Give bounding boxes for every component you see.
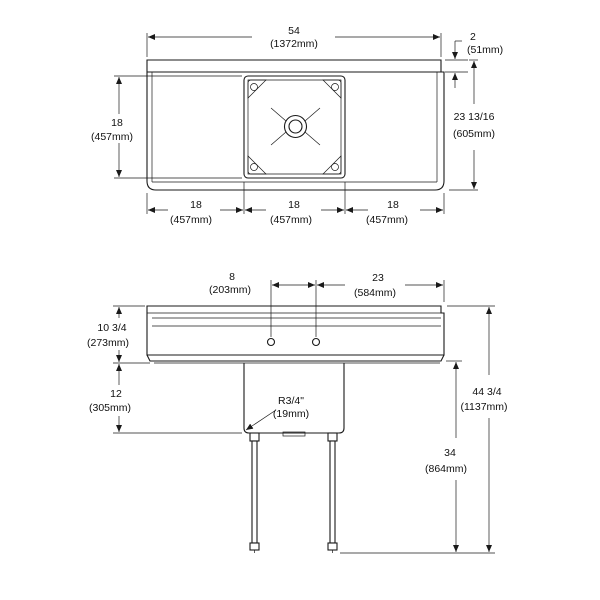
dim-metric: (1137mm) bbox=[460, 401, 507, 413]
front-rolled-edge bbox=[146, 354, 445, 362]
dim-value: 23 13/16 bbox=[454, 111, 495, 123]
dim-faucet-centers: 8 (203mm) bbox=[209, 271, 317, 337]
dim-overall-depth: 23 13/16 (605mm) bbox=[449, 59, 495, 191]
top-view-outline bbox=[146, 59, 445, 191]
dim-metric: (19mm) bbox=[273, 408, 309, 420]
dim-metric: (51mm) bbox=[467, 44, 503, 56]
dim-bowl-front-to-back: 18 (457mm) bbox=[91, 75, 242, 179]
dim-value: 23 bbox=[372, 272, 384, 284]
dim-backsplash-height: 2 (51mm) bbox=[445, 31, 503, 88]
dim-bowl-width-metric: (457mm) bbox=[270, 214, 312, 226]
dim-right-drainboard-value: 18 bbox=[387, 199, 399, 211]
dim-metric: (203mm) bbox=[209, 284, 251, 296]
dim-corner-radius: R3/4" (19mm) bbox=[245, 395, 309, 431]
front-view: 8 (203mm) 23 (584mm) 10 3/4 (273mm) 12 ( bbox=[87, 271, 508, 554]
dim-bottom-widths: 18 (457mm) 18 (457mm) 18 (457mm) bbox=[146, 182, 445, 226]
dim-metric: (864mm) bbox=[425, 463, 467, 475]
drain-outer-icon bbox=[283, 114, 308, 139]
dim-left-drainboard-value: 18 bbox=[190, 199, 202, 211]
bowl bbox=[243, 75, 346, 179]
dim-overall-height: 44 3/4 (1137mm) bbox=[447, 305, 508, 552]
dim-right-drainboard-metric: (457mm) bbox=[366, 214, 408, 226]
dim-metric: (273mm) bbox=[87, 337, 129, 349]
dim-bowl-depth: 12 (305mm) bbox=[89, 364, 242, 434]
drain-crease-lines bbox=[270, 107, 321, 146]
dim-metric: (305mm) bbox=[89, 402, 131, 414]
dim-top-section-height: 10 3/4 (273mm) bbox=[87, 305, 150, 364]
dim-value: 54 bbox=[288, 25, 300, 37]
bowl-body bbox=[243, 363, 345, 434]
faucet-hole-left-icon bbox=[266, 337, 276, 347]
dim-metric: (457mm) bbox=[91, 131, 133, 143]
dim-left-drainboard-metric: (457mm) bbox=[170, 214, 212, 226]
dim-value: 12 bbox=[110, 388, 122, 400]
dim-metric: (605mm) bbox=[453, 128, 495, 140]
bowl-corner-flutes bbox=[247, 79, 342, 175]
dim-rim-height: 34 (864mm) bbox=[340, 360, 495, 554]
dim-metric: (1372mm) bbox=[270, 38, 318, 50]
dim-value: R3/4" bbox=[278, 395, 304, 407]
dim-value: 18 bbox=[111, 117, 123, 129]
legs bbox=[249, 432, 338, 553]
dim-metric: (584mm) bbox=[354, 287, 396, 299]
dim-bowl-width-value: 18 bbox=[288, 199, 300, 211]
dim-value: 2 bbox=[470, 31, 476, 43]
top-view: 54 (1372mm) 2 (51mm) 23 13/16 (605mm) bbox=[91, 25, 503, 226]
dim-value: 44 3/4 bbox=[472, 386, 501, 398]
drain-inner-icon bbox=[288, 119, 303, 134]
bowl-inner bbox=[247, 79, 342, 175]
faucet-hole-right-icon bbox=[311, 337, 321, 347]
dim-value: 8 bbox=[229, 271, 235, 283]
dim-faucet-to-edge: 23 (584mm) bbox=[317, 272, 445, 302]
drain-outlet bbox=[282, 431, 306, 437]
dim-overall-width: 54 (1372mm) bbox=[146, 25, 442, 57]
dim-value: 34 bbox=[444, 447, 456, 459]
dim-value: 10 3/4 bbox=[97, 322, 126, 334]
